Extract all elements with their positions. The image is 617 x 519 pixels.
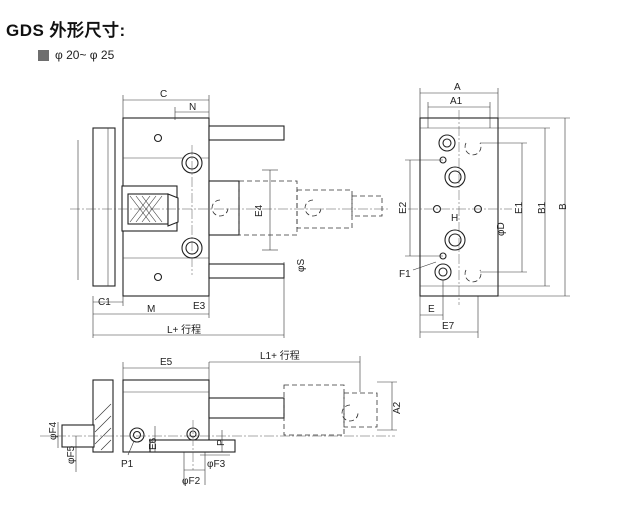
- dim-E1: E1: [514, 201, 525, 214]
- dim-P: P: [216, 439, 227, 446]
- dim-E3: E3: [193, 301, 206, 312]
- dim-B: B: [558, 203, 569, 210]
- dim-E: E: [428, 304, 435, 315]
- dim-M: M: [147, 304, 155, 315]
- dim-C1: C1: [98, 297, 111, 308]
- dim-E4: E4: [254, 204, 265, 217]
- dim-phiF4: φF4: [48, 421, 59, 440]
- legend-swatch-icon: [38, 49, 49, 61]
- front-view: C N E4 φS C1 M E3 L+ 行程: [70, 89, 390, 338]
- dim-L: L+ 行程: [167, 323, 201, 336]
- front-lower-rod: [208, 263, 285, 279]
- dim-phiF2: φF2: [182, 476, 201, 487]
- dim-phiD: φD: [496, 222, 507, 236]
- bottom-rod: [208, 397, 285, 419]
- dim-P1: P1: [121, 459, 134, 470]
- dim-phiF5: φF5: [66, 445, 77, 464]
- dim-A2: A2: [392, 401, 403, 414]
- dim-C: C: [160, 89, 167, 100]
- bottom-view: E5 L1+ 行程 A2 φF4 φF5 E6 P1 P φF3 φF2: [40, 349, 403, 487]
- front-flange-plate: [92, 127, 116, 287]
- dim-L1: L1+ 行程: [260, 349, 300, 362]
- front-rod-block: [208, 180, 240, 236]
- size-range-label: φ 20~ φ 25: [55, 48, 115, 62]
- page-title: GDS 外形尺寸:: [6, 21, 126, 40]
- dim-A1: A1: [450, 96, 463, 107]
- front-upper-rod: [208, 125, 285, 141]
- dim-H: H: [451, 213, 458, 224]
- dim-E5: E5: [160, 357, 173, 368]
- side-view: A A1 E2 H φD E1 B1 B F1 E E7: [398, 82, 570, 338]
- dim-F1: F1: [399, 269, 411, 280]
- dim-E7: E7: [442, 321, 455, 332]
- dim-phiS: φS: [296, 259, 307, 272]
- dim-E2: E2: [398, 201, 409, 214]
- dim-N: N: [189, 102, 196, 113]
- dim-phiF3: φF3: [207, 459, 226, 470]
- dim-E6: E6: [148, 437, 159, 450]
- dim-B1: B1: [537, 201, 548, 214]
- bottom-flange-plate: [92, 379, 114, 453]
- dim-A: A: [454, 82, 461, 93]
- size-range-legend: φ 20~ φ 25: [38, 48, 114, 62]
